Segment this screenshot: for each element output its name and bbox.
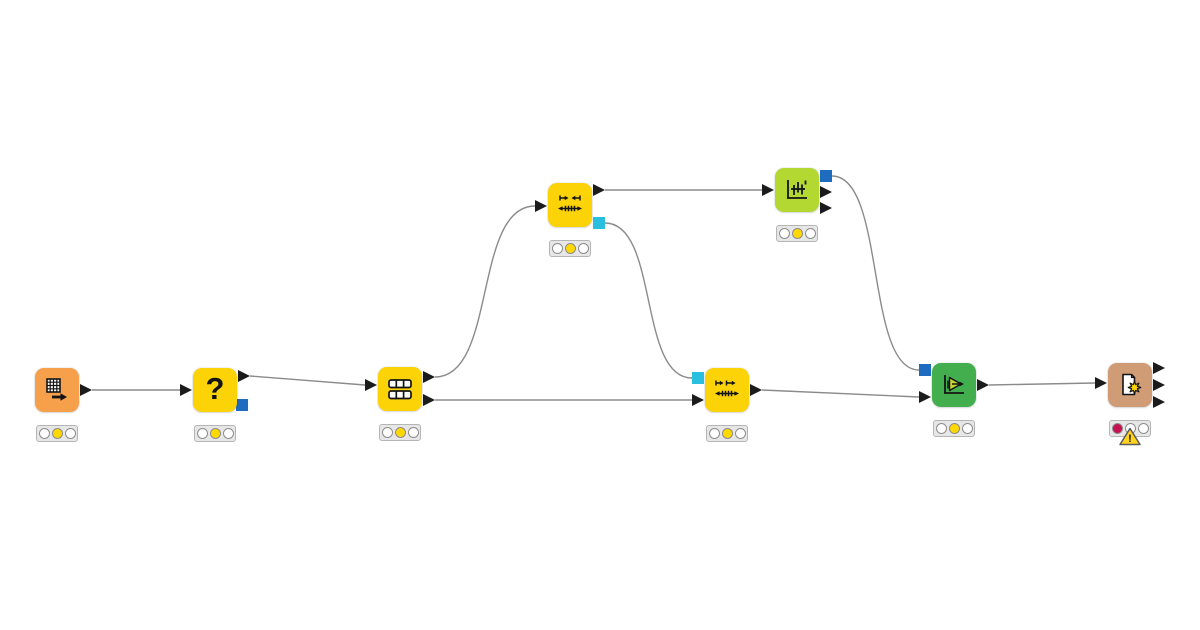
traffic-light: [933, 420, 975, 437]
node-scorer[interactable]: [1108, 363, 1152, 407]
traffic-light: [194, 425, 236, 442]
traffic-bulb-yellow: [564, 243, 576, 254]
question-icon: ?: [205, 371, 225, 406]
traffic-bulb-yellow: [721, 428, 733, 439]
output-port[interactable]: [750, 384, 762, 396]
traffic-bulb-off: [64, 428, 76, 439]
traffic-bulb-off: [804, 228, 816, 239]
output-port[interactable]: [593, 184, 605, 196]
split-table-icon: [386, 375, 414, 403]
traffic-bulb-off: [708, 428, 720, 439]
traffic-light: [549, 240, 591, 257]
node-partitioner[interactable]: [378, 367, 422, 411]
doc-star-icon: [1116, 371, 1144, 399]
node-predictor[interactable]: [932, 363, 976, 407]
table-arrow-icon: [43, 376, 71, 404]
input-port[interactable]: [1095, 377, 1107, 389]
traffic-bulb-off: [196, 428, 208, 439]
input-model-port[interactable]: [919, 364, 931, 376]
output-port[interactable]: [80, 384, 92, 396]
output-port[interactable]: [820, 202, 832, 214]
normalizer-icon: [556, 191, 584, 219]
input-port[interactable]: [762, 184, 774, 196]
traffic-light: [776, 225, 818, 242]
connection-data[interactable]: [761, 389, 920, 398]
traffic-bulb-off: [935, 423, 947, 434]
traffic-bulb-red: [1111, 423, 1123, 434]
traffic-bulb-yellow: [948, 423, 960, 434]
output-model-port[interactable]: [593, 217, 605, 229]
input-port[interactable]: [180, 384, 192, 396]
traffic-light: [36, 425, 78, 442]
traffic-light: [706, 425, 748, 442]
connection-data[interactable]: [434, 205, 536, 378]
traffic-bulb-off: [734, 428, 746, 439]
normalizer-apply-icon: [713, 376, 741, 404]
warning-icon: !: [1119, 427, 1141, 446]
output-port[interactable]: [423, 371, 435, 383]
predictor-icon: [940, 371, 968, 399]
traffic-bulb-yellow: [51, 428, 63, 439]
output-port[interactable]: [820, 186, 832, 198]
node-normalizer[interactable]: [548, 183, 592, 227]
input-port[interactable]: [365, 379, 377, 391]
traffic-bulb-off: [38, 428, 50, 439]
traffic-bulb-yellow: [791, 228, 803, 239]
node-normalizer-apply[interactable]: [705, 368, 749, 412]
output-model-port[interactable]: [236, 399, 248, 411]
traffic-bulb-off: [222, 428, 234, 439]
node-data-source[interactable]: [35, 368, 79, 412]
traffic-light: [379, 424, 421, 441]
connection-data[interactable]: [249, 375, 366, 386]
traffic-bulb-off: [961, 423, 973, 434]
traffic-bulb-yellow: [209, 428, 221, 439]
output-port[interactable]: [977, 379, 989, 391]
output-port[interactable]: [238, 370, 250, 382]
traffic-bulb-off: [407, 427, 419, 438]
output-port[interactable]: [1153, 379, 1165, 391]
connection-data[interactable]: [988, 382, 1096, 386]
output-port[interactable]: [1153, 362, 1165, 374]
svg-text:!: !: [1128, 433, 1132, 445]
input-port[interactable]: [919, 391, 931, 403]
traffic-bulb-off: [577, 243, 589, 254]
connection-model[interactable]: [604, 222, 693, 379]
traffic-bulb-off: [778, 228, 790, 239]
input-model-port[interactable]: [692, 372, 704, 384]
output-port[interactable]: [1153, 396, 1165, 408]
node-question[interactable]: ?: [193, 368, 237, 412]
traffic-bulb-off: [551, 243, 563, 254]
input-port[interactable]: [692, 394, 704, 406]
traffic-bulb-off: [1137, 423, 1149, 434]
traffic-bulb-yellow: [394, 427, 406, 438]
traffic-bulb-off: [381, 427, 393, 438]
output-port[interactable]: [423, 394, 435, 406]
input-port[interactable]: [535, 200, 547, 212]
connection-model[interactable]: [831, 175, 920, 371]
learner-chart-icon: [783, 176, 811, 204]
output-model-port[interactable]: [820, 170, 832, 182]
node-learner[interactable]: [775, 168, 819, 212]
